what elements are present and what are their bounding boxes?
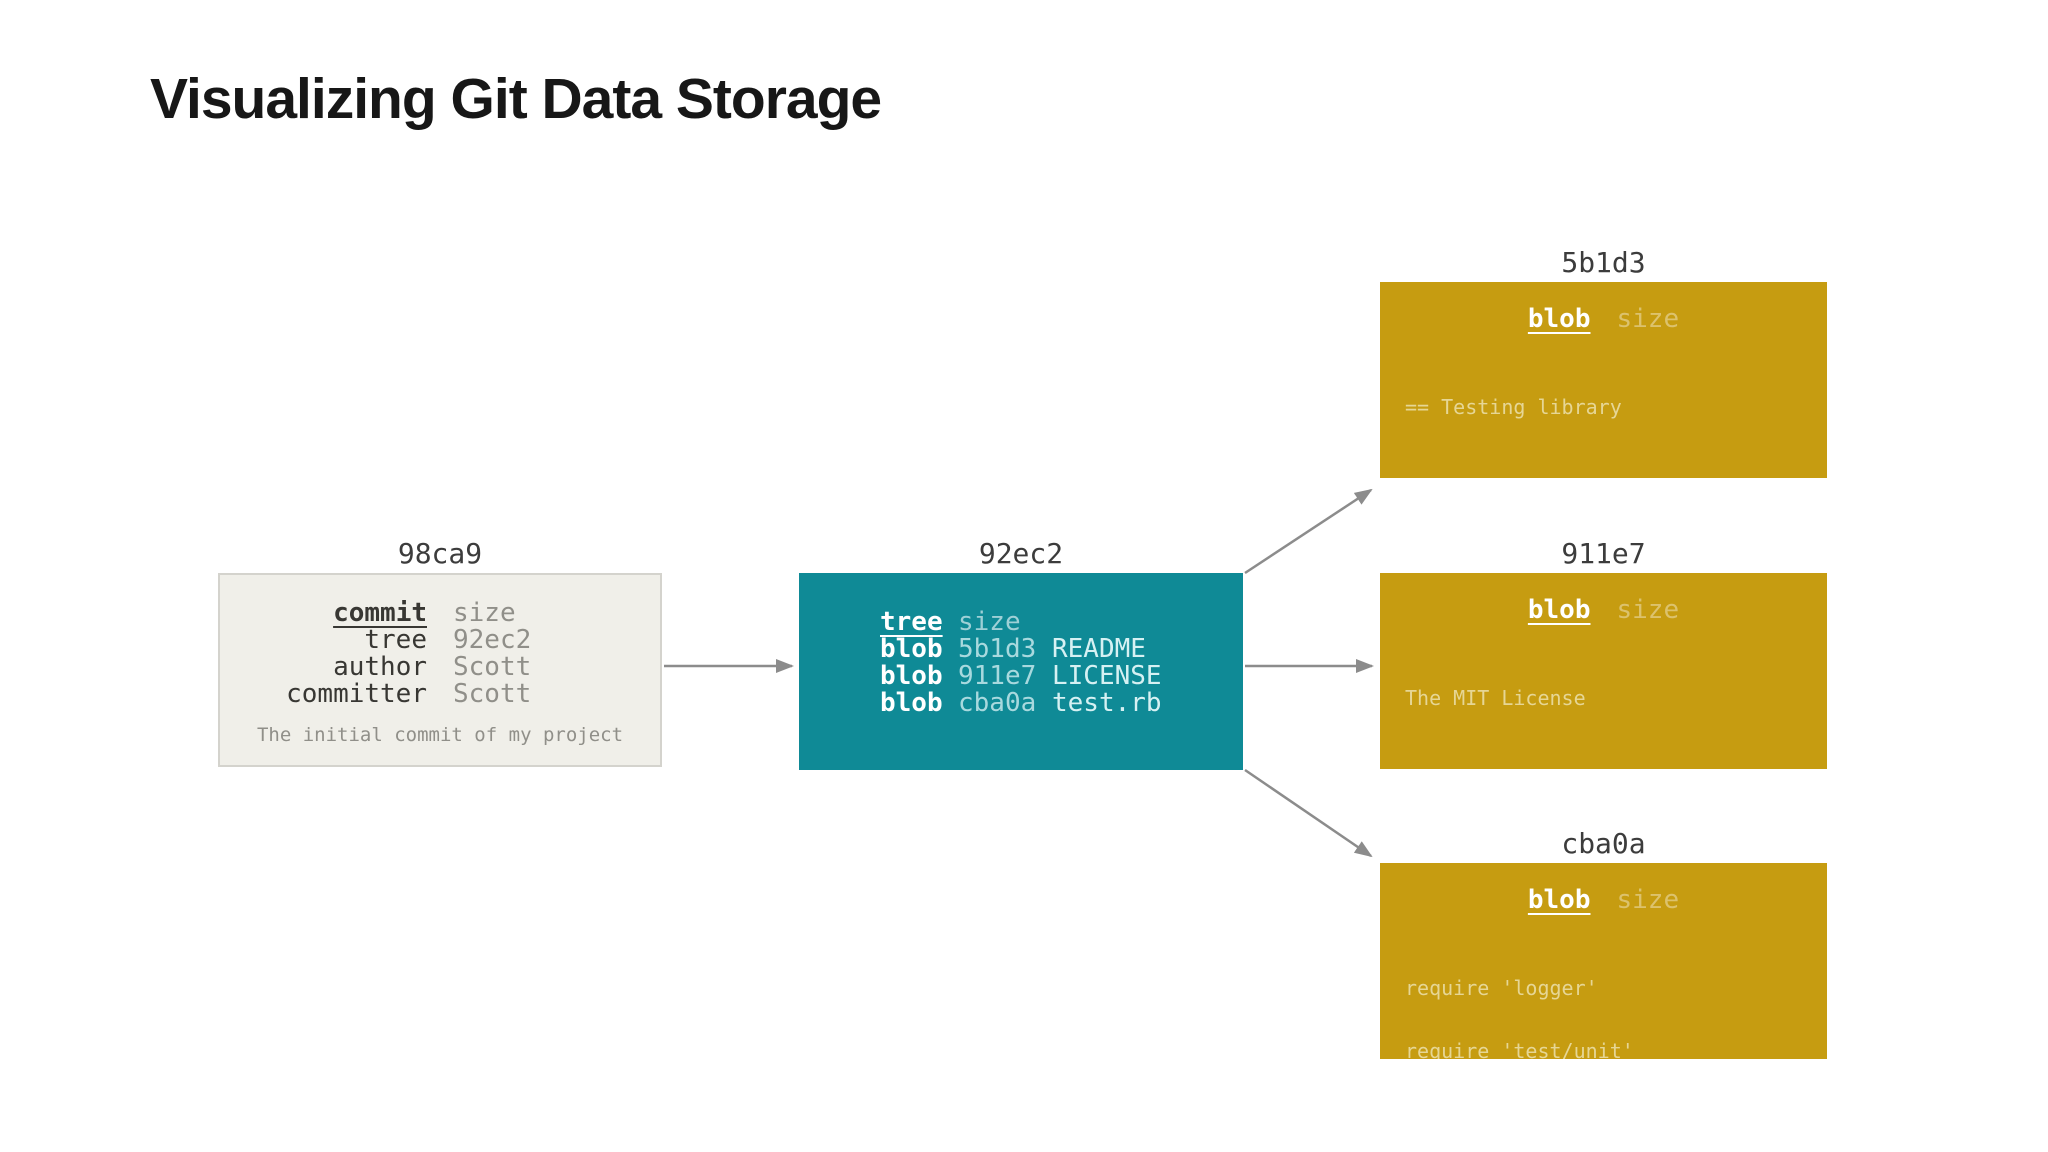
commit-field-key: author [333, 652, 427, 682]
commit-fields: commit size tree 92ec2 author Scott comm… [220, 600, 660, 708]
blob-hash-label: 5b1d3 [1561, 246, 1646, 279]
commit-object-box: commit size tree 92ec2 author Scott comm… [218, 573, 662, 767]
tree-entry-hash: cba0a [958, 688, 1037, 718]
tree-entry-row: blob 5b1d3 README [880, 636, 1243, 663]
blob-content: require 'logger' require 'test/unit' cla… [1380, 936, 1827, 1060]
tree-object-box: tree size blob 5b1d3 README blob 911e7 LICENS… [799, 573, 1243, 770]
blob-type-label: blob [1527, 885, 1591, 915]
blob-object-box-911e7: blob size The MIT License Copyright (c) 2… [1380, 573, 1827, 769]
blob-type-label: blob [1527, 595, 1591, 625]
tree-header-row: tree size [880, 609, 1243, 636]
tree-entry-type: blob [880, 661, 943, 691]
tree-entry-row: blob cba0a test.rb [880, 690, 1243, 717]
blob-content-line: == Testing library [1405, 395, 1622, 419]
blob-object-box-5b1d3: blob size == Testing library This library… [1380, 282, 1827, 478]
tree-entries: tree size blob 5b1d3 README blob 911e7 LICENS… [799, 573, 1243, 717]
commit-size-label: size [453, 598, 516, 628]
blob-content: The MIT License Copyright (c) 2008 Scott… [1380, 646, 1827, 769]
tree-entry-name: LICENSE [1052, 661, 1162, 691]
tree-hash-label: 92ec2 [978, 537, 1064, 570]
blob-content-line: require 'test/unit' [1405, 1039, 1634, 1060]
blob-content: == Testing library This library is used … [1380, 355, 1827, 478]
blob-object-box-cba0a: blob size require 'logger' require 'test/… [1380, 863, 1827, 1059]
blob-size-label: size [1616, 595, 1680, 625]
blob-type-label: blob [1527, 304, 1591, 334]
tree-entry-name: README [1052, 634, 1146, 664]
commit-field-value: Scott [453, 679, 532, 709]
tree-type-label: tree [880, 607, 943, 637]
blob-content-line: require 'logger' [1405, 976, 1598, 1000]
commit-field-key: tree [364, 625, 427, 655]
commit-field-key: committer [286, 679, 427, 709]
page-title: Visualizing Git Data Storage [150, 67, 882, 131]
tree-entry-type: blob [880, 688, 943, 718]
tree-entry-type: blob [880, 634, 943, 664]
tree-entry-hash: 5b1d3 [958, 634, 1037, 664]
blob-content-line [1405, 460, 1827, 478]
tree-entry-name: test.rb [1052, 688, 1162, 718]
arrow-tree-to-blob-5b1d3 [1244, 488, 1373, 575]
blob-size-label: size [1616, 304, 1680, 334]
commit-field-value: 92ec2 [453, 625, 532, 655]
blob-header: blob size [1380, 304, 1827, 334]
blob-header: blob size [1380, 885, 1827, 915]
commit-field-value: Scott [453, 652, 532, 682]
blob-content-line [1405, 751, 1827, 769]
blob-hash-label: 911e7 [1561, 537, 1646, 570]
blob-size-label: size [1616, 885, 1680, 915]
blob-hash-label: cba0a [1561, 827, 1646, 860]
commit-type-label: commit [333, 598, 427, 628]
blob-content-line: The MIT License [1405, 686, 1586, 710]
tree-entry-hash: 911e7 [958, 661, 1037, 691]
arrow-tree-to-blob-cba0a [1244, 768, 1373, 858]
commit-hash-label: 98ca9 [397, 537, 483, 570]
tree-size-label: size [958, 607, 1021, 637]
blob-header: blob size [1380, 595, 1827, 625]
tree-entry-row: blob 911e7 LICENSE [880, 663, 1243, 690]
commit-message: The initial commit of my project [256, 724, 624, 746]
